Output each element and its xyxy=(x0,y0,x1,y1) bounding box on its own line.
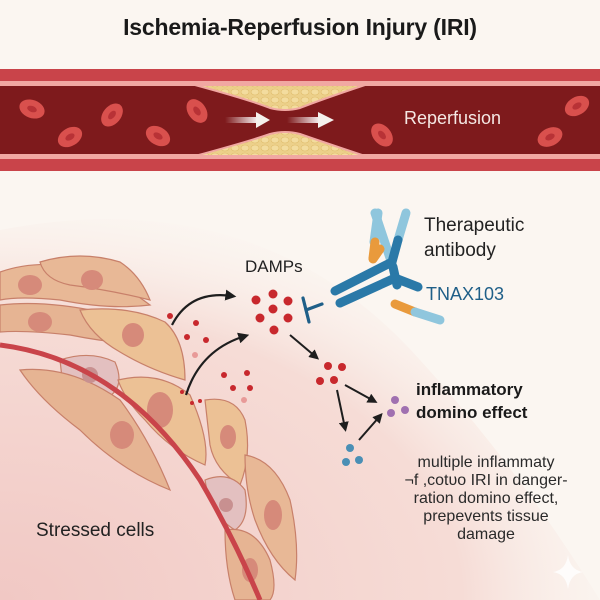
therapeutic-antibody-line-2: antibody xyxy=(424,240,496,261)
released-damps xyxy=(167,313,253,405)
description-line: multiple inflammaty xyxy=(417,454,555,471)
teal-mediators xyxy=(342,444,363,466)
description-line: ¬f ,cotυo IRI in danger- xyxy=(404,472,568,489)
tissue-background xyxy=(0,219,600,600)
description-line: prepevents tissue xyxy=(423,508,549,525)
domino-line-2: domino effect xyxy=(416,403,528,422)
damp-cluster xyxy=(251,289,293,335)
blood-vessel xyxy=(0,69,600,171)
antibody-name: TNAX103 xyxy=(426,284,505,304)
vessel-wall-curve xyxy=(0,342,263,600)
red-blood-cells xyxy=(19,95,590,148)
damps-label: DAMPs xyxy=(245,257,303,276)
domino-effect-label: inflammatory domino effect xyxy=(416,378,527,424)
purple-mediators xyxy=(387,396,409,417)
cascade-description: multiple inflammaty ¬f ,cotυo IRI in dan… xyxy=(376,454,596,544)
damp-group-2 xyxy=(316,362,346,385)
diagram-title: Ischemia-Reperfusion Injury (IRI) xyxy=(123,14,477,40)
release-arrow-2 xyxy=(184,332,250,396)
description-line: ration domino effect, xyxy=(413,490,559,507)
flow-arrow-1 xyxy=(225,112,270,128)
cascade-arrow-4 xyxy=(358,412,383,441)
sparkle-icon xyxy=(553,555,583,589)
inhibition-symbol xyxy=(301,296,324,324)
antibody-graphic xyxy=(330,208,445,325)
cascade-arrow-1 xyxy=(289,334,320,360)
cascade-arrow-2 xyxy=(344,384,378,403)
description-line: damage xyxy=(457,526,515,543)
therapeutic-antibody-label: Therapeutic antibody xyxy=(424,213,524,263)
domino-line-1: inflammatory xyxy=(416,380,523,399)
plaque-bottom xyxy=(194,131,366,157)
cascade-arrow-3 xyxy=(336,389,349,432)
plaque-top xyxy=(194,84,366,111)
therapeutic-antibody-line-1: Therapeutic xyxy=(424,215,525,236)
release-arrow-1 xyxy=(171,289,237,326)
reperfusion-label: Reperfusion xyxy=(404,108,502,128)
flow-arrow-2 xyxy=(287,112,334,128)
stressed-cells-label: Stressed cells xyxy=(36,520,155,541)
